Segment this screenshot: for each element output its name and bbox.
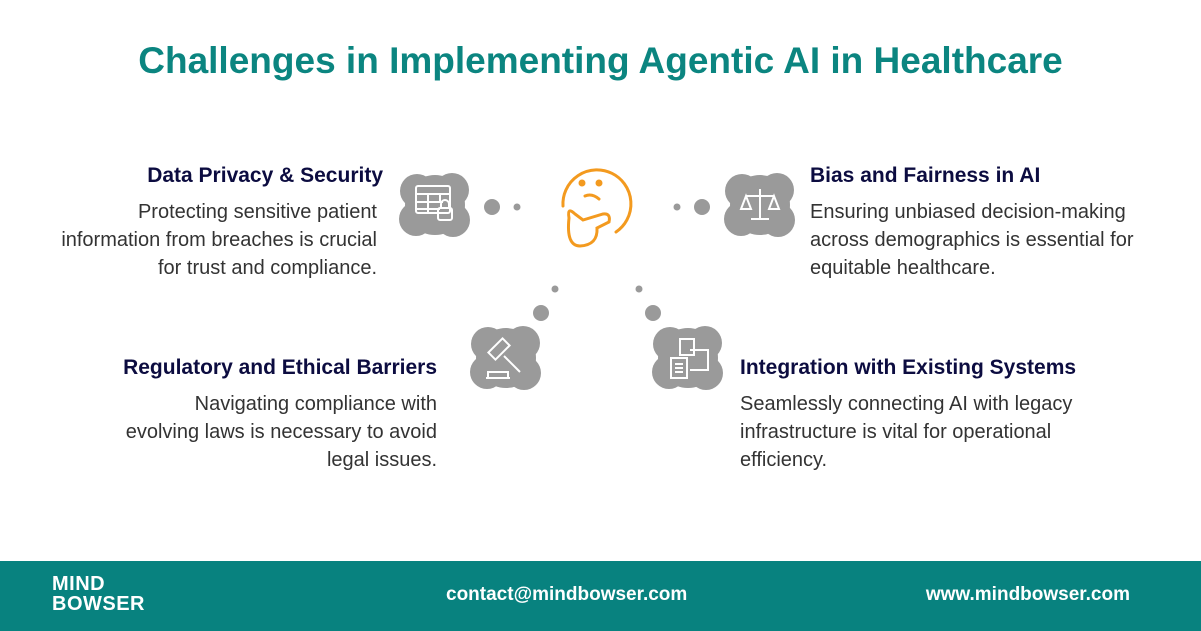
footer: MIND BOWSER contact@mindbowser.com www.m… — [0, 561, 1201, 631]
challenge-text: Ensuring unbiased decision-making across… — [810, 201, 1134, 279]
logo-line-1: MIND — [52, 573, 106, 595]
challenge-heading: Integration with Existing Systems — [740, 356, 1077, 379]
website-link[interactable]: www.mindbowser.com — [925, 584, 1130, 605]
challenge-text: Seamlessly connecting AI with legacy inf… — [740, 393, 1073, 471]
challenge-data-privacy: Data Privacy & Security Protecting sensi… — [43, 164, 383, 282]
page-title: Challenges in Implementing Agentic AI in… — [138, 40, 1063, 81]
gavel-icon — [470, 326, 541, 390]
challenge-bias: Bias and Fairness in AI Ensuring unbiase… — [810, 164, 1140, 282]
contact-email-link[interactable]: contact@mindbowser.com — [446, 584, 688, 605]
challenge-text: Protecting sensitive patient information… — [61, 201, 377, 279]
connector-dots — [484, 199, 710, 321]
challenge-heading: Regulatory and Ethical Barriers — [123, 356, 437, 379]
diagram — [399, 168, 795, 390]
mindbowser-logo: MIND BOWSER — [52, 574, 145, 614]
puzzle-icon — [652, 326, 723, 390]
challenge-text: Navigating compliance with evolving laws… — [125, 393, 437, 471]
challenge-heading: Bias and Fairness in AI — [810, 164, 1041, 187]
thinking-face-icon — [561, 168, 633, 248]
scales-icon — [724, 173, 795, 237]
challenge-integration: Integration with Existing Systems Seamle… — [740, 356, 1140, 474]
table-lock-icon — [399, 173, 470, 237]
challenge-regulatory: Regulatory and Ethical Barriers Navigati… — [77, 356, 437, 474]
challenge-heading: Data Privacy & Security — [147, 164, 383, 187]
logo-line-2: BOWSER — [52, 593, 145, 615]
